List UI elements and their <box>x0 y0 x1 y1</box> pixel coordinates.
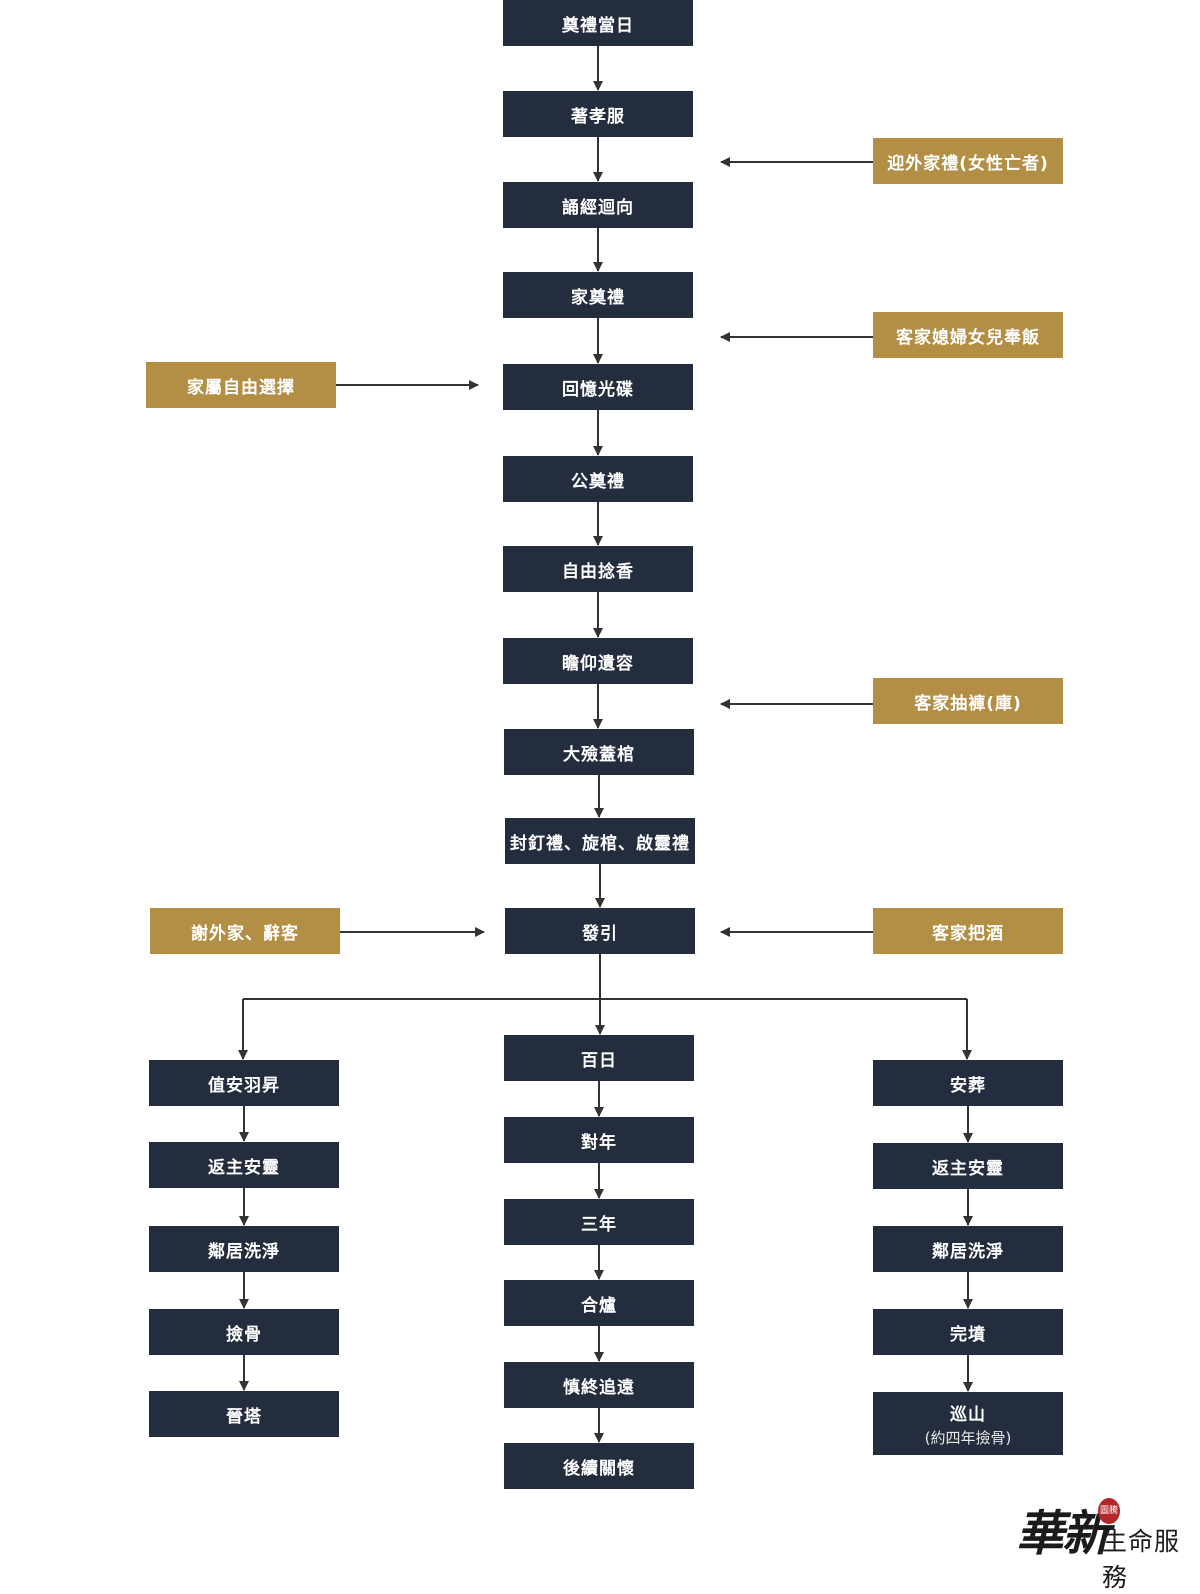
middle-step-merge-censer: 合爐 <box>504 1280 694 1326</box>
logo-wordmark: 華新 <box>1016 1506 1110 1562</box>
note-hakka-offer-rice: 客家媳婦女兒奉飯 <box>873 312 1063 358</box>
left-step-cremation: 值安羽昇 <box>149 1060 339 1106</box>
step-memory-disc: 回憶光碟 <box>503 364 693 410</box>
middle-step-first-anniversary: 對年 <box>504 1117 694 1163</box>
step-funeral-day: 奠禮當日 <box>503 0 693 46</box>
left-step-return-spirit-tablet: 返主安靈 <box>149 1142 339 1188</box>
step-wear-mourning-clothes: 著孝服 <box>503 91 693 137</box>
right-step-grave-visit-label: 巡山 <box>950 1404 986 1425</box>
middle-step-hundred-days: 百日 <box>504 1035 694 1081</box>
note-welcome-maternal-family: 迎外家禮(女性亡者) <box>873 138 1063 184</box>
middle-step-remembrance: 慎終追遠 <box>504 1362 694 1408</box>
step-sutra-chanting: 誦經迴向 <box>503 182 693 228</box>
right-step-neighbor-cleansing: 鄰居洗淨 <box>873 1226 1063 1272</box>
middle-step-three-years: 三年 <box>504 1199 694 1245</box>
step-family-memorial: 家奠禮 <box>503 272 693 318</box>
step-seal-coffin: 封釘禮、旋棺、啟靈禮 <box>505 818 695 864</box>
right-step-complete-grave: 完墳 <box>873 1309 1063 1355</box>
step-free-incense: 自由捻香 <box>503 546 693 592</box>
step-encoffin: 大殮蓋棺 <box>504 729 694 775</box>
right-step-grave-visit: 巡山 (約四年撿骨) <box>873 1392 1063 1455</box>
step-procession: 發引 <box>505 908 695 954</box>
logo-seal-icon: 圖騰 <box>1098 1498 1120 1524</box>
right-step-grave-visit-note: (約四年撿骨) <box>924 1428 1012 1447</box>
right-step-return-spirit-tablet: 返主安靈 <box>873 1143 1063 1189</box>
left-step-columbarium: 晉塔 <box>149 1391 339 1437</box>
note-thank-relatives: 謝外家、辭客 <box>150 908 340 954</box>
step-public-memorial: 公奠禮 <box>503 456 693 502</box>
left-step-bone-collection: 撿骨 <box>149 1309 339 1355</box>
note-hakka-pull-trousers: 客家抽褲(庫) <box>873 678 1063 724</box>
note-family-choice: 家屬自由選擇 <box>146 362 336 408</box>
note-hakka-wine: 客家把酒 <box>873 908 1063 954</box>
step-view-remains: 瞻仰遺容 <box>503 638 693 684</box>
middle-step-ongoing-care: 後續關懷 <box>504 1443 694 1489</box>
logo-tagline: 生命服務 <box>1102 1527 1181 1592</box>
left-step-neighbor-cleansing: 鄰居洗淨 <box>149 1226 339 1272</box>
right-step-burial: 安葬 <box>873 1060 1063 1106</box>
brand-logo: 華新 圖騰 生命服務 <box>1010 1492 1200 1592</box>
